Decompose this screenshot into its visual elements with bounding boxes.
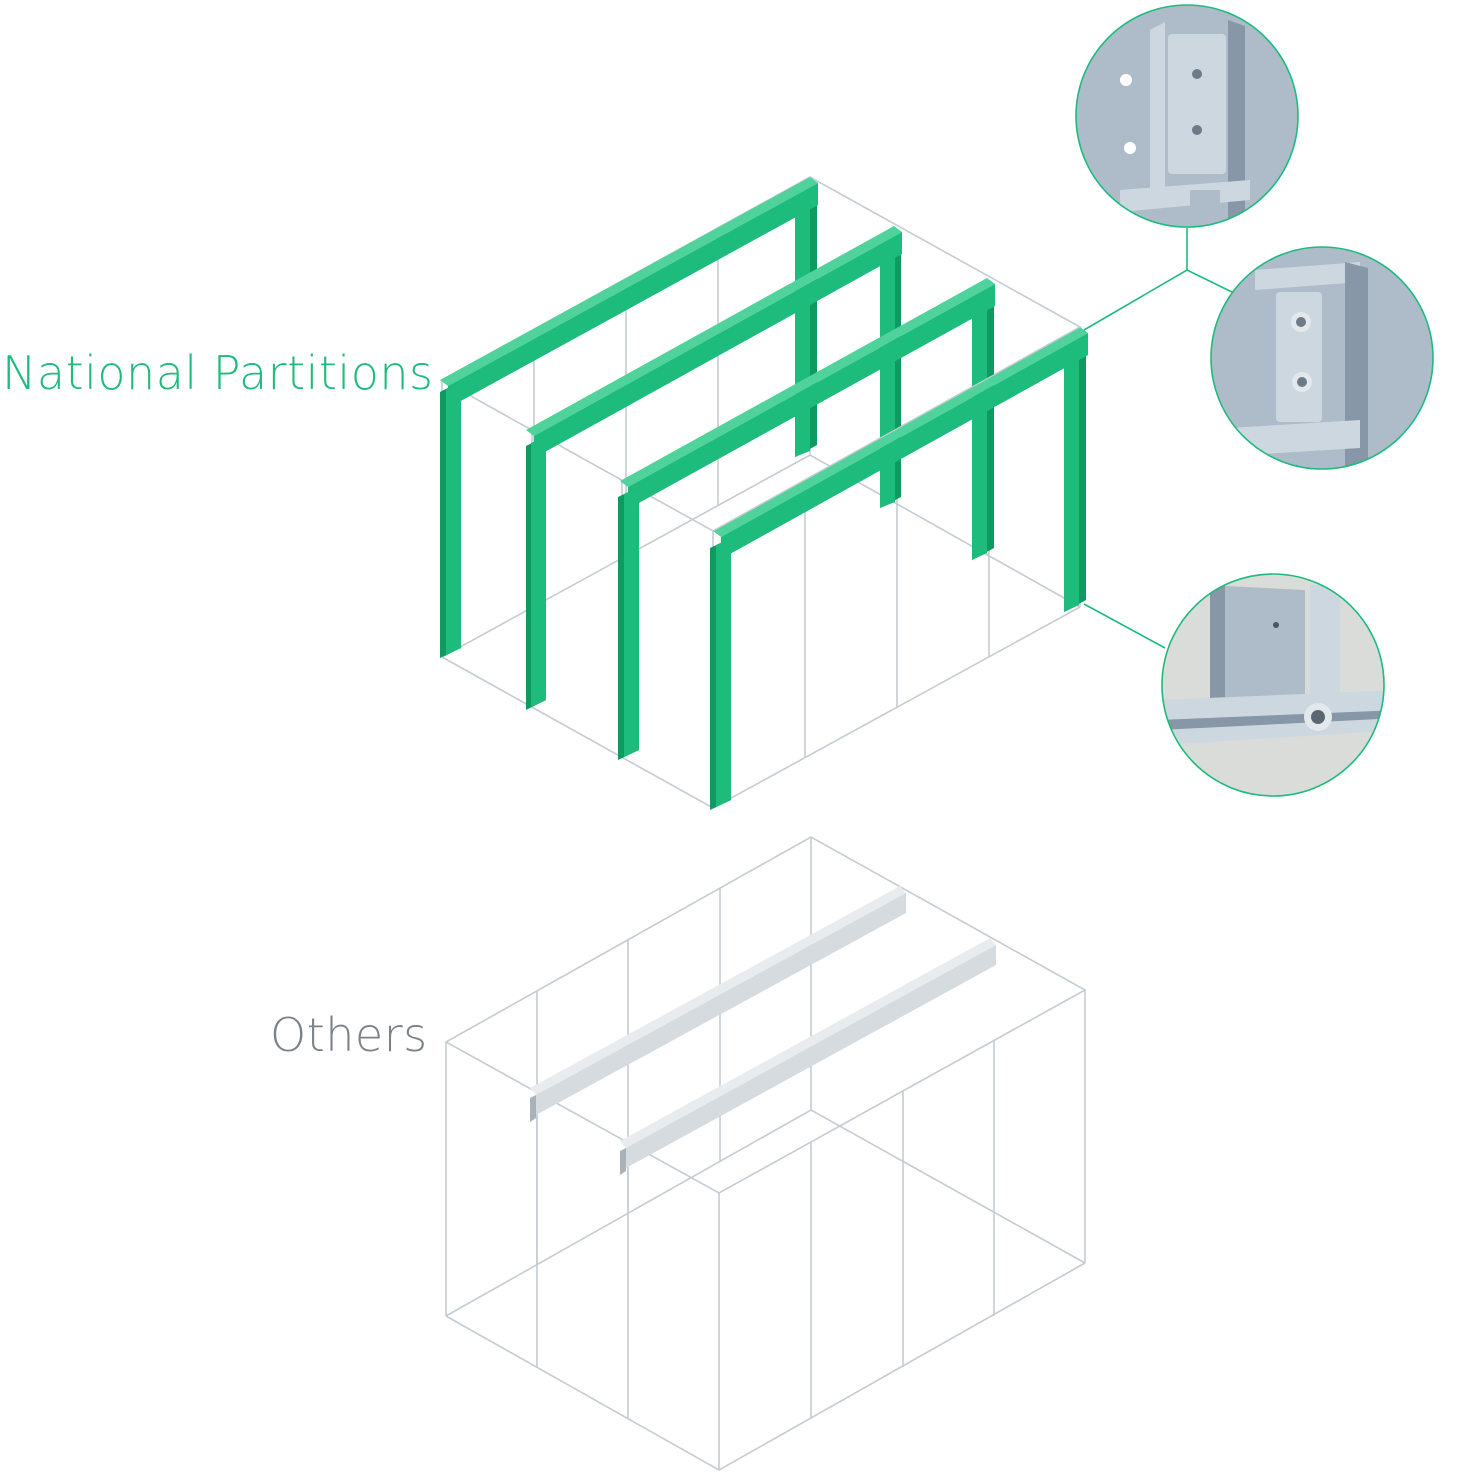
bracket-bolt-plate-icon [1075, 4, 1299, 228]
national-partitions-label: National Partitions [2, 346, 434, 400]
green-frame-3 [618, 278, 995, 760]
bolted-bracket-icon [1210, 246, 1434, 470]
green-frame-1 [440, 177, 818, 658]
green-frame-4 [710, 327, 1088, 810]
base-bolt-fixing-icon [1161, 573, 1385, 797]
others-label: Others [270, 1008, 428, 1062]
green-frame-2 [526, 226, 902, 710]
detail-connectors [1083, 228, 1235, 649]
grey-beam-1 [530, 886, 906, 1122]
grey-beam-2 [620, 938, 996, 1175]
others-wireframe [444, 836, 1087, 1471]
